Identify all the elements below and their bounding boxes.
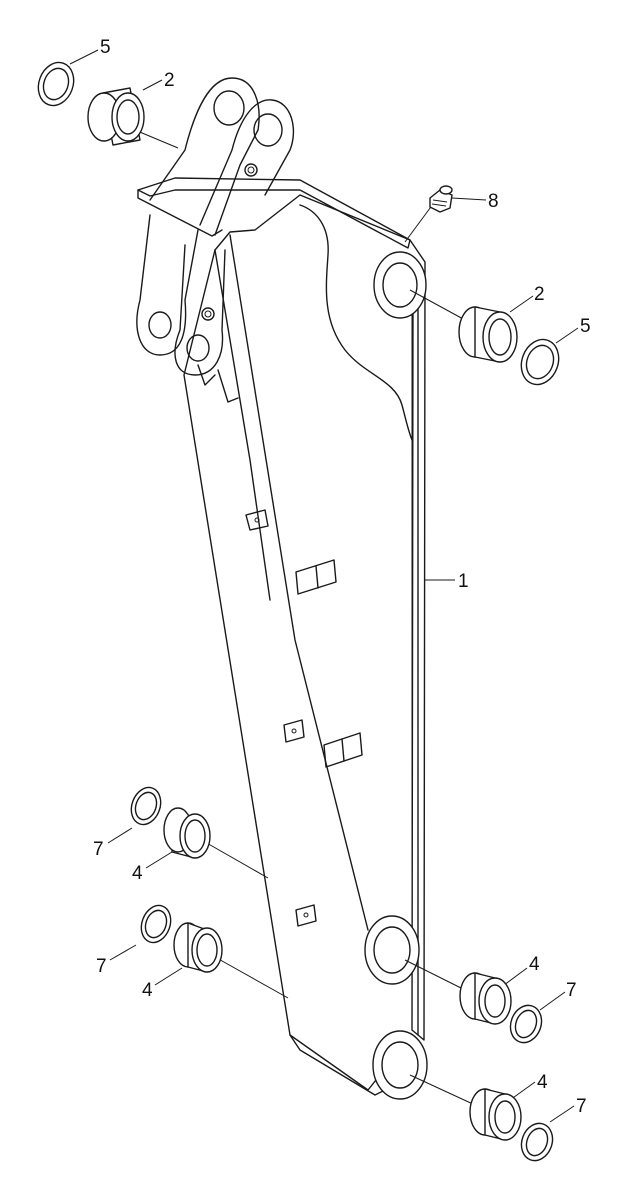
bushing-top-left — [87, 87, 145, 146]
callout-bushing-right-upper: 4 — [529, 954, 540, 975]
callout-labels: 5 2 8 2 5 1 7 4 7 4 4 7 4 7 — [93, 37, 591, 1117]
ring-top-left — [37, 61, 75, 107]
bushing-left-lower — [173, 922, 223, 973]
grease-fitting — [429, 185, 453, 213]
callout-bushing-top-left: 2 — [164, 70, 175, 91]
leader-lines — [69, 49, 579, 1123]
callout-ring-right-lower: 7 — [576, 1096, 587, 1117]
arm-body — [137, 177, 426, 1096]
callout-ring-left-upper: 7 — [93, 839, 104, 860]
callout-bushing-left-lower: 4 — [142, 980, 153, 1001]
callout-ring-right-upper: 7 — [566, 980, 577, 1001]
bushing-right-lower — [469, 1088, 522, 1141]
callout-bushing-left-upper: 4 — [132, 863, 143, 884]
arm-bores — [364, 251, 428, 1100]
top-brackets — [136, 77, 295, 403]
ring-left-upper — [130, 786, 162, 826]
callout-ring-left-lower: 7 — [96, 956, 107, 977]
bushing-right-upper — [459, 972, 512, 1025]
bushing-left-upper — [163, 807, 211, 859]
side-bosses — [245, 509, 363, 927]
ring-top-right — [520, 338, 560, 386]
callout-bushing-right-lower: 4 — [537, 1072, 548, 1093]
ring-left-lower — [140, 904, 172, 944]
ring-right-lower — [520, 1122, 554, 1162]
ring-right-upper — [509, 1004, 543, 1044]
callout-grease-fitting: 8 — [488, 191, 499, 212]
callout-arm: 1 — [458, 571, 469, 592]
callout-ring-top-left: 5 — [100, 37, 111, 58]
callout-ring-top-right: 5 — [580, 316, 591, 337]
bushing-top-right — [458, 306, 518, 363]
callout-bushing-top-right: 2 — [534, 284, 545, 305]
